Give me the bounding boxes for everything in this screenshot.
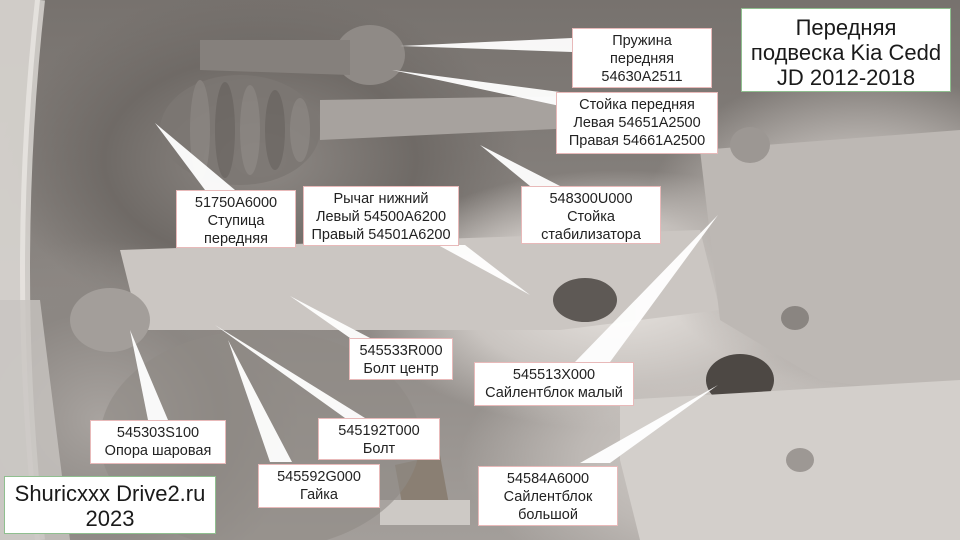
callout-large-bushing-part: 54584A6000 — [506, 471, 590, 487]
callout-strut-right: Правая 54661A2500 — [568, 133, 706, 149]
callout-hub: 51750A6000 Ступица передняя — [176, 190, 296, 248]
title-line-2: подвеска Kia Cedd — [750, 40, 942, 65]
callout-pointers — [130, 38, 718, 463]
callout-small-bushing-part: 545513X000 — [512, 367, 596, 383]
callout-strut-name: Стойка передняя — [579, 97, 695, 113]
callout-small-bushing: 545513X000 Сайлентблок малый — [474, 362, 634, 406]
callout-large-bushing: 54584A6000 Сайлентблок большой — [478, 466, 618, 526]
callout-nut-part: 545592G000 — [277, 469, 361, 485]
callout-hub-name: Ступица — [207, 213, 265, 229]
callout-lower-arm-name: Рычаг нижний — [333, 191, 429, 207]
credit-box: Shuricxxx Drive2.ru 2023 — [4, 476, 216, 534]
callout-hub-part: 51750A6000 — [194, 195, 278, 211]
callout-strut-left: Левая 54651A2500 — [573, 115, 701, 131]
callout-spring-part: 54630A2511 — [601, 69, 683, 85]
callout-stabilizer-part: 548300U000 — [549, 191, 633, 207]
callout-small-bushing-name: Сайлентблок малый — [485, 385, 623, 401]
callout-nut-name: Гайка — [300, 487, 338, 503]
callout-ball-joint-name: Опора шаровая — [104, 443, 212, 459]
callout-hub-desc: передняя — [204, 231, 268, 247]
callout-spring-name: Пружина — [612, 33, 672, 49]
title-box: Передняя подвеска Kia Cedd JD 2012-2018 — [741, 8, 951, 92]
callout-center-bolt-part: 545533R000 — [359, 343, 443, 359]
callout-lower-arm-right: Правый 54501A6200 — [311, 227, 451, 243]
callout-stabilizer-desc: стабилизатора — [541, 227, 641, 243]
callout-lower-arm: Рычаг нижний Левый 54500A6200 Правый 545… — [303, 186, 459, 246]
credit-line-1: Shuricxxx Drive2.ru — [14, 481, 206, 506]
callout-center-bolt: 545533R000 Болт центр — [349, 338, 453, 380]
callout-ball-joint-part: 545303S100 — [116, 425, 200, 441]
callout-bolt: 545192T000 Болт — [318, 418, 440, 460]
title-line-3: JD 2012-2018 — [776, 65, 916, 90]
callout-stabilizer-name: Стойка — [567, 209, 615, 225]
callout-bolt-part: 545192T000 — [338, 423, 420, 439]
callout-large-bushing-desc: большой — [518, 507, 578, 523]
callout-lower-arm-left: Левый 54500A6200 — [315, 209, 447, 225]
callout-strut: Стойка передняя Левая 54651A2500 Правая … — [556, 92, 718, 154]
callout-center-bolt-name: Болт центр — [363, 361, 439, 377]
callout-bolt-name: Болт — [362, 441, 396, 457]
callout-nut: 545592G000 Гайка — [258, 464, 380, 508]
callout-spring: Пружина передняя 54630A2511 — [572, 28, 712, 88]
callout-spring-desc: передняя — [610, 51, 674, 67]
callout-ball-joint: 545303S100 Опора шаровая — [90, 420, 226, 464]
credit-line-2: 2023 — [85, 506, 135, 531]
callout-large-bushing-name: Сайлентблок — [503, 489, 593, 505]
title-line-1: Передняя — [795, 15, 897, 40]
callout-stabilizer-link: 548300U000 Стойка стабилизатора — [521, 186, 661, 244]
